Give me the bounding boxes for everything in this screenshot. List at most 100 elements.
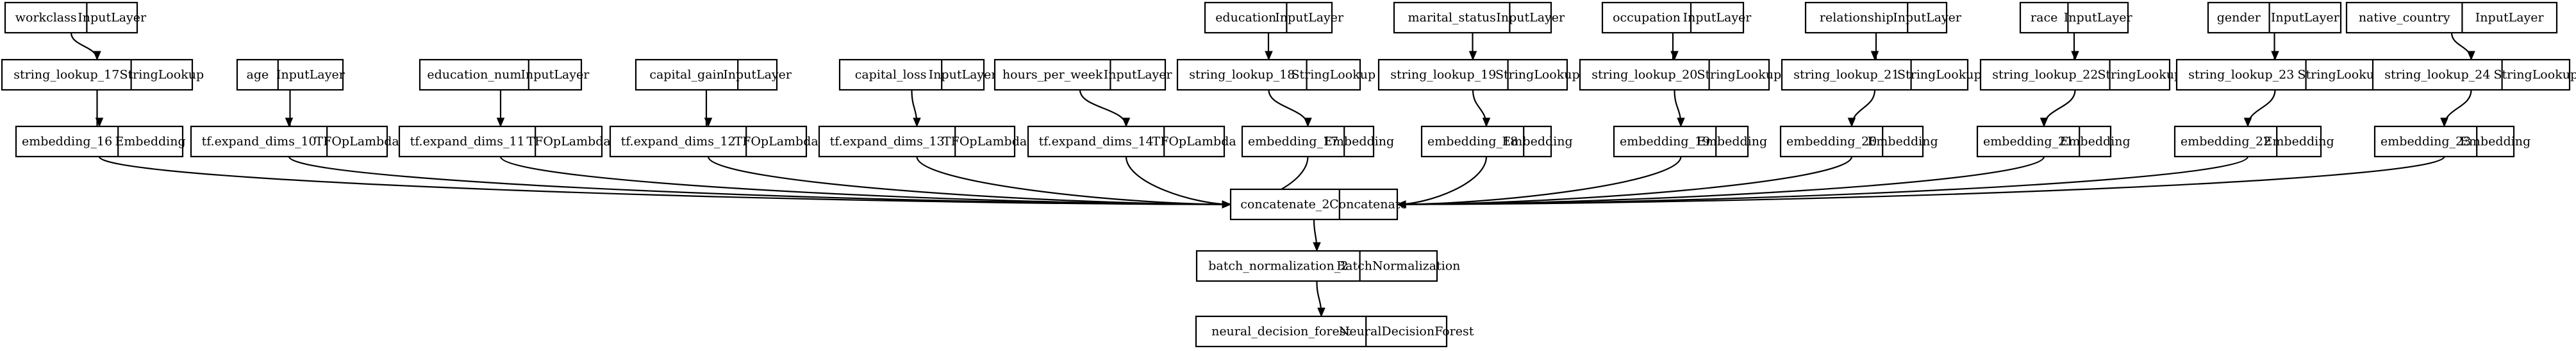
layer-name: tf.expand_dims_12 bbox=[621, 135, 736, 149]
layer-name: capital_loss bbox=[855, 68, 927, 82]
arrowhead-string_lookup_23-to-embedding_22 bbox=[2243, 117, 2252, 128]
layer-name: embedding_21 bbox=[1983, 135, 2073, 149]
edge-embedding_21-to-concatenate_2 bbox=[1397, 156, 2045, 205]
layer-box bbox=[1804, 1, 1948, 34]
layer-box bbox=[818, 125, 1016, 158]
layer-name: capital_gain bbox=[649, 68, 724, 82]
layer-name: embedding_23 bbox=[2381, 135, 2471, 149]
layer-type: InputLayer bbox=[1893, 11, 1962, 25]
layer-name: string_lookup_22 bbox=[1992, 68, 2098, 82]
layer-type: StringLookup bbox=[2493, 68, 2576, 82]
layer-type: TFOpLambda bbox=[526, 135, 610, 149]
layer-box bbox=[1979, 58, 2171, 91]
layer-type: StringLookup bbox=[1897, 68, 1982, 82]
layer-box bbox=[993, 58, 1167, 91]
edge-tf_expand_dims_12-to-concatenate_2 bbox=[707, 156, 1231, 205]
layer-type: StringLookup bbox=[2097, 68, 2182, 82]
arrowhead-string_lookup_18-to-embedding_17 bbox=[1304, 117, 1312, 128]
arrowhead-concatenate_2-to-batch_normalization_2 bbox=[1313, 242, 1321, 252]
layer-box bbox=[1579, 58, 1770, 91]
layer-type: StringLookup bbox=[2297, 68, 2382, 82]
layer-box bbox=[15, 125, 184, 158]
layer-name: string_lookup_20 bbox=[1591, 68, 1697, 82]
layer-box bbox=[1781, 58, 1969, 91]
layer-box bbox=[1241, 125, 1375, 158]
layer-name: neural_decision_forest bbox=[1211, 325, 1350, 339]
layer-box bbox=[1195, 315, 1448, 348]
arrowhead-string_lookup_21-to-embedding_20 bbox=[1847, 117, 1856, 128]
arrowhead-marital_status-to-string_lookup_19 bbox=[1468, 51, 1477, 61]
layer-type: InputLayer bbox=[929, 68, 998, 82]
arrowhead-string_lookup_24-to-embedding_23 bbox=[2440, 117, 2448, 128]
layer-box bbox=[236, 58, 344, 91]
edge-string_lookup_22-to-embedding_21 bbox=[2043, 89, 2076, 127]
layer-name: string_lookup_24 bbox=[2384, 68, 2490, 82]
edge-embedding_23-to-concatenate_2 bbox=[1397, 156, 2445, 205]
layer-box bbox=[635, 58, 778, 91]
arrowhead-occupation-to-string_lookup_20 bbox=[1670, 51, 1679, 61]
layer-type: InputLayer bbox=[1104, 68, 1173, 82]
layer-box bbox=[1377, 58, 1568, 91]
arrowhead-race-to-string_lookup_22 bbox=[2071, 51, 2079, 61]
layer-name: workclass bbox=[15, 11, 77, 25]
layer-box bbox=[1779, 125, 1924, 158]
layer-type: InputLayer bbox=[2475, 11, 2545, 25]
arrowhead-hours_per_week-to-tf_expand_dims_14 bbox=[1122, 117, 1131, 128]
layer-type: InputLayer bbox=[2064, 11, 2133, 25]
layer-type: Concatenate bbox=[1329, 198, 1408, 212]
edge-tf_expand_dims_13-to-concatenate_2 bbox=[916, 156, 1231, 205]
arrowhead-capital_loss-to-tf_expand_dims_13 bbox=[913, 117, 921, 128]
layer-name: tf.expand_dims_11 bbox=[410, 135, 525, 149]
layer-box bbox=[838, 58, 985, 91]
layer-box bbox=[1976, 125, 2112, 158]
arrowhead-native_country-to-string_lookup_24 bbox=[2467, 51, 2475, 61]
layer-name: embedding_16 bbox=[22, 135, 112, 149]
layer-type: Embedding bbox=[2460, 135, 2530, 149]
layer-box bbox=[398, 125, 603, 158]
arrowhead-workclass-to-string_lookup_17 bbox=[93, 51, 101, 61]
layer-name: string_lookup_21 bbox=[1793, 68, 1899, 82]
arrowhead-capital_gain-to-tf_expand_dims_12 bbox=[704, 117, 713, 128]
layer-box bbox=[4, 1, 138, 34]
layer-name: relationship bbox=[1820, 11, 1893, 25]
layer-box bbox=[2372, 58, 2571, 91]
layer-name: string_lookup_17 bbox=[13, 68, 119, 82]
edge-string_lookup_18-to-embedding_17 bbox=[1268, 89, 1309, 127]
layer-box bbox=[2373, 125, 2515, 158]
layer-name: tf.expand_dims_14 bbox=[1039, 135, 1154, 149]
layer-name: string_lookup_19 bbox=[1390, 68, 1496, 82]
layer-box bbox=[1613, 125, 1749, 158]
layer-name: embedding_17 bbox=[1248, 135, 1338, 149]
arrowhead-tf_expand_dims_14-to-concatenate_2 bbox=[1222, 200, 1232, 209]
layer-name: age bbox=[247, 68, 269, 82]
edge-embedding_19-to-concatenate_2 bbox=[1397, 156, 1682, 205]
layer-type: Embedding bbox=[1868, 135, 1938, 149]
edge-embedding_16-to-concatenate_2 bbox=[98, 156, 1231, 205]
arrowhead-string_lookup_17-to-embedding_16 bbox=[95, 117, 104, 128]
layer-name: concatenate_2 bbox=[1240, 198, 1329, 212]
layer-type: InputLayer bbox=[78, 11, 147, 25]
layer-box bbox=[1204, 1, 1333, 34]
layer-type: Embedding bbox=[115, 135, 186, 149]
